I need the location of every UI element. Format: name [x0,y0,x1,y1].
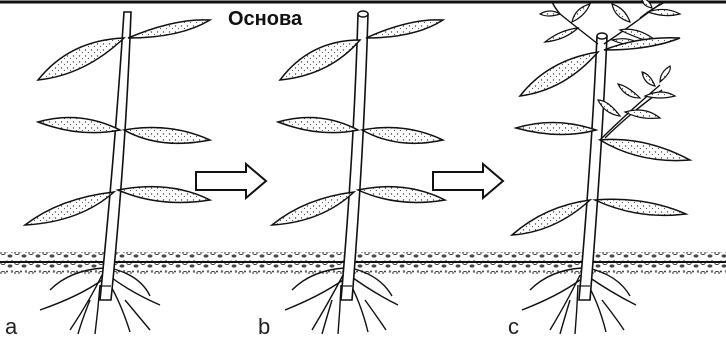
arrow-1 [196,164,266,198]
side-branch-leaves-c [598,66,675,118]
plant-c [512,0,690,334]
plant-a [25,12,210,334]
panel-label-b: b [258,314,270,340]
panel-label-a: a [5,314,17,340]
roots-b [285,268,398,334]
panel-label-c: c [508,314,519,340]
arrow-2 [433,164,503,198]
roots-c [522,268,636,334]
plant-b [272,11,445,334]
roots-a [40,268,160,334]
diagram-title: Основа [228,8,302,31]
